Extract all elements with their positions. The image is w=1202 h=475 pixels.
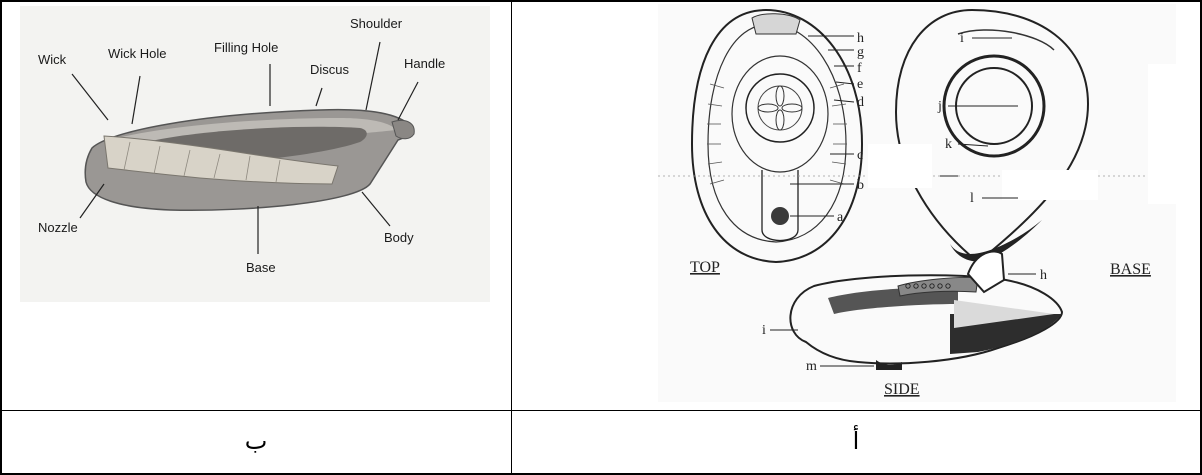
part-letter-l: l	[970, 191, 974, 206]
part-letter-h: h	[857, 31, 864, 46]
part-letter-b: b	[857, 178, 864, 193]
view-label-side: SIDE	[884, 381, 920, 398]
part-letter-i-side: i	[762, 323, 766, 338]
label-nozzle: Nozzle	[38, 220, 78, 235]
view-label-base: BASE	[1110, 261, 1151, 278]
part-letter-a: a	[837, 210, 844, 225]
caption-left-cell: ب	[156, 427, 356, 455]
label-wick: Wick	[38, 52, 67, 67]
part-letter-h-side: h	[1040, 268, 1047, 283]
part-letter-i-base: i	[960, 31, 964, 46]
part-letter-j: j	[937, 99, 942, 114]
oil-lamp-drawing: h g f e d c b a TOP i j k l BASE	[658, 4, 1176, 402]
part-letter-f: f	[857, 61, 862, 76]
part-letter-g: g	[857, 45, 864, 60]
label-body: Body	[384, 230, 414, 245]
table-row-divider	[0, 410, 1202, 411]
table-column-divider	[511, 0, 512, 475]
view-label-top: TOP	[690, 259, 720, 276]
table-border-left	[0, 0, 2, 475]
caption-right-cell: أ	[756, 427, 956, 455]
part-letter-d: d	[857, 95, 864, 110]
part-letter-e: e	[857, 77, 863, 92]
oil-lamp-photo: Wick Wick Hole Filling Hole Discus Shoul…	[20, 6, 490, 302]
label-shoulder: Shoulder	[350, 16, 403, 31]
part-letter-k: k	[945, 137, 952, 152]
part-letter-m: m	[806, 359, 817, 374]
label-discus: Discus	[310, 62, 350, 77]
part-letter-c: c	[857, 148, 863, 163]
label-wick-hole: Wick Hole	[108, 46, 167, 61]
label-handle: Handle	[404, 56, 445, 71]
table-border-top	[0, 0, 1202, 2]
label-base: Base	[246, 260, 276, 275]
label-filling-hole: Filling Hole	[214, 40, 278, 55]
